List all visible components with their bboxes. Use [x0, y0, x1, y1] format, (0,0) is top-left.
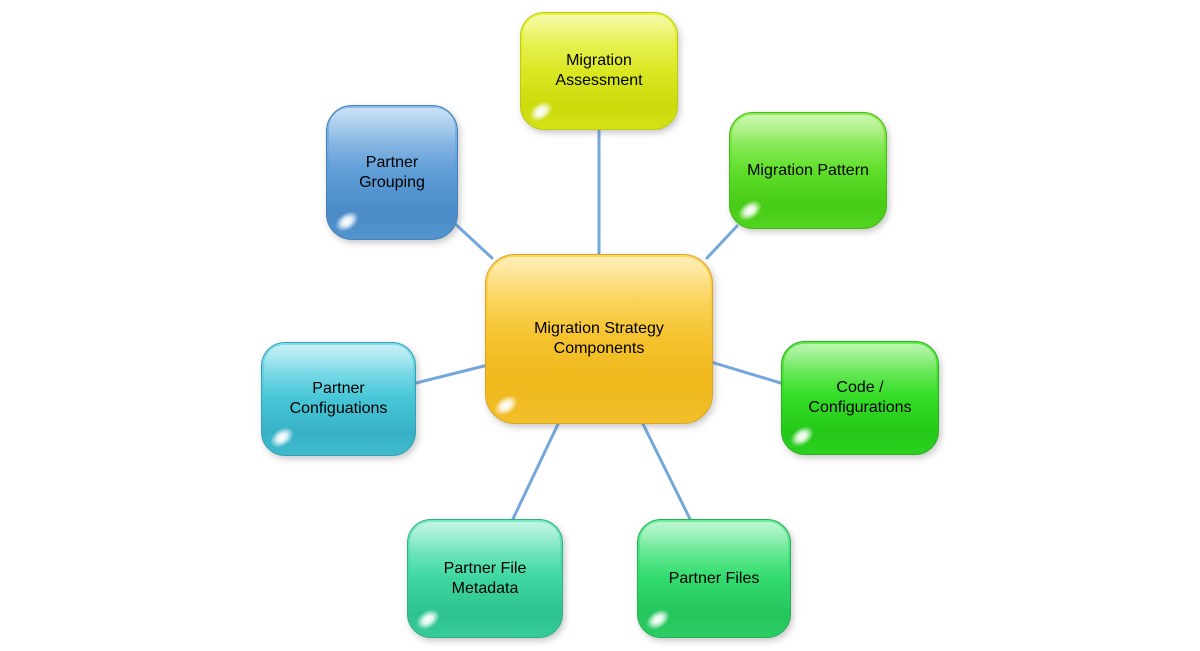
- node-partner-file-metadata: Partner File Metadata: [407, 519, 563, 638]
- node-label: Code / Configurations: [808, 379, 912, 416]
- corner-shine: [525, 97, 557, 126]
- node-partner-configuations: Partner Configuations: [261, 342, 416, 456]
- corner-shine: [786, 422, 818, 451]
- node-code-configurations: Code / Configurations: [781, 341, 939, 455]
- connector-center-to-partner-files: [640, 420, 693, 523]
- node-label: Partner File Metadata: [443, 559, 527, 597]
- node-partner-grouping: Partner Grouping: [326, 105, 458, 240]
- node-migration-assessment: Migration Assessment: [520, 12, 678, 130]
- node-label: Partner Grouping: [359, 153, 425, 191]
- corner-shine: [642, 605, 674, 634]
- node-partner-files: Partner Files: [637, 519, 791, 638]
- connector-center-to-partner-file-metadata: [510, 420, 561, 523]
- corner-shine: [734, 196, 766, 225]
- node-label: Partner Configuations: [289, 380, 388, 417]
- node-label: Migration Pattern: [747, 161, 869, 179]
- connector-center-to-code-configurations: [709, 360, 786, 386]
- corner-shine: [331, 207, 363, 236]
- corner-shine: [490, 391, 522, 420]
- connector-center-to-partner-grouping: [449, 218, 494, 260]
- corner-shine: [412, 605, 444, 634]
- node-label: Partner Files: [668, 569, 760, 587]
- connector-center-to-migration-pattern: [705, 224, 739, 260]
- corner-shine: [266, 423, 298, 452]
- node-label: Migration Strategy Components: [534, 320, 664, 357]
- node-migration-pattern: Migration Pattern: [729, 112, 887, 229]
- node-label: Migration Assessment: [555, 52, 643, 89]
- node-migration-strategy-components: Migration Strategy Components: [485, 254, 713, 424]
- connector-center-to-partner-configuations: [414, 363, 490, 385]
